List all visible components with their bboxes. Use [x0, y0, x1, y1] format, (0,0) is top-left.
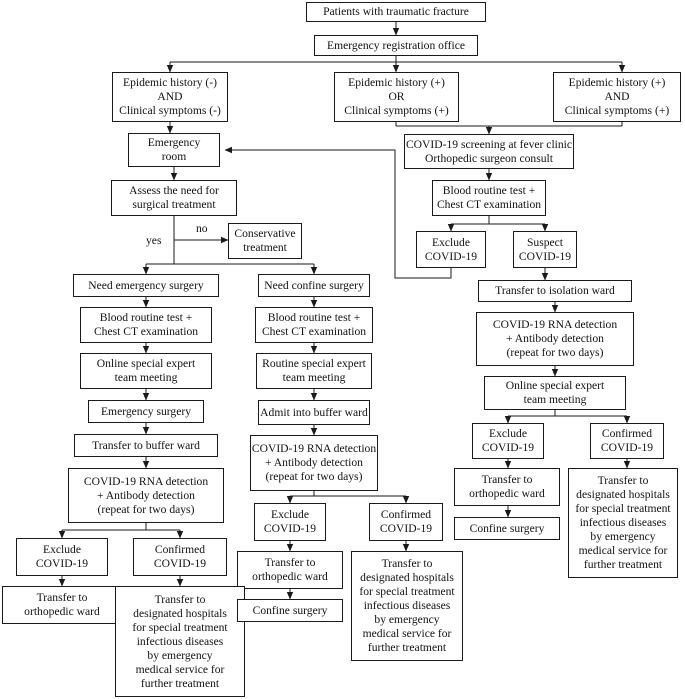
- online-meeting-right-box: Online special expert team meeting: [484, 376, 626, 410]
- rna-right-box: COVID-19 RNA detection + Antibody detect…: [476, 312, 634, 366]
- history-or-box: Epidemic history (+) OR Clinical symptom…: [334, 72, 459, 122]
- blood-ct-middle-box: Blood routine test + Chest CT examinatio…: [255, 307, 373, 343]
- admit-buffer-ward-box: Admit into buffer ward: [258, 400, 370, 425]
- confirmed-middle-box: Confirmed COVID-19: [369, 503, 443, 541]
- exclude-right2-box: Exclude COVID-19: [472, 423, 544, 459]
- connector: [224, 146, 452, 279]
- exclude-left-box: Exclude COVID-19: [16, 538, 108, 576]
- designated-hospitals-middle-box: Transfer to designated hospitals for spe…: [351, 551, 463, 661]
- confine-surgery-right-box: Confine surgery: [454, 517, 560, 540]
- need-confine-surgery-box: Need confine surgery: [258, 274, 370, 297]
- emergency-surgery-box: Emergency surgery: [88, 400, 204, 423]
- rna-left-box: COVID-19 RNA detection + Antibody detect…: [68, 468, 224, 523]
- designated-hospitals-left-box: Transfer to designated hospitals for spe…: [115, 586, 245, 697]
- history-negative-box: Epidemic history (-) AND Clinical sympto…: [112, 72, 228, 122]
- confirmed-left-box: Confirmed COVID-19: [133, 538, 227, 576]
- need-emergency-surgery-box: Need emergency surgery: [73, 274, 219, 297]
- confine-surgery-middle-box: Confine surgery: [237, 599, 343, 622]
- no-label: no: [196, 222, 208, 235]
- blood-ct-right-box: Blood routine test + Chest CT examinatio…: [432, 180, 546, 216]
- online-meeting-left-box: Online special expert team meeting: [80, 353, 212, 389]
- assess-box: Assess the need for surgical treatment: [111, 180, 237, 216]
- exclude-right-box: Exclude COVID-19: [416, 231, 486, 268]
- conservative-treatment-box: Conservative treatment: [228, 223, 302, 259]
- fever-clinic-box: COVID-19 screening at fever clinic Ortho…: [404, 134, 574, 169]
- orthopedic-ward-middle-box: Transfer to orthopedic ward: [237, 551, 343, 589]
- routine-meeting-box: Routine special expert team meeting: [256, 353, 372, 389]
- rna-middle-box: COVID-19 RNA detection + Antibody detect…: [250, 435, 378, 491]
- exclude-middle-box: Exclude COVID-19: [254, 503, 326, 541]
- history-and-box: Epidemic history (+) AND Clinical sympto…: [553, 72, 681, 122]
- transfer-buffer-ward-box: Transfer to buffer ward: [74, 434, 218, 457]
- orthopedic-ward-right-box: Transfer to orthopedic ward: [454, 468, 560, 506]
- registration-box: Emergency registration office: [314, 35, 478, 56]
- blood-ct-left-box: Blood routine test + Chest CT examinatio…: [80, 307, 212, 343]
- patients-box: Patients with traumatic fracture: [306, 2, 486, 22]
- orthopedic-ward-left-box: Transfer to orthopedic ward: [2, 586, 122, 624]
- emergency-room-box: Emergency room: [128, 133, 220, 167]
- designated-hospitals-right-box: Transfer to designated hospitals for spe…: [568, 468, 678, 578]
- isolation-ward-box: Transfer to isolation ward: [478, 280, 632, 302]
- suspect-box: Suspect COVID-19: [513, 231, 577, 268]
- confirmed-right-box: Confirmed COVID-19: [590, 423, 664, 459]
- yes-label: yes: [146, 234, 162, 247]
